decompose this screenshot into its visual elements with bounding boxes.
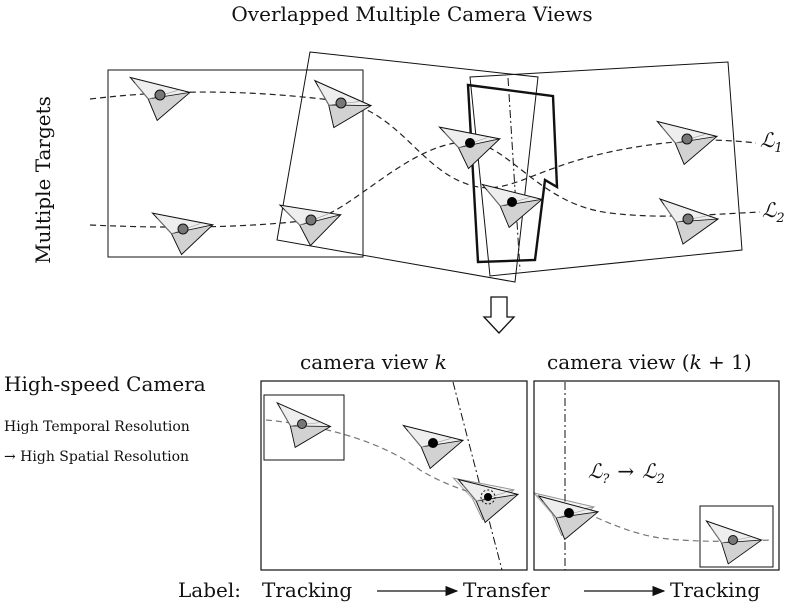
target-dot bbox=[507, 197, 517, 207]
zoom-box-left bbox=[263, 394, 345, 461]
camera-boundary-dashdot-k bbox=[452, 381, 503, 571]
trajectory-label-l2: ℒ2 bbox=[762, 198, 785, 226]
target-dot bbox=[682, 213, 694, 225]
target-dot bbox=[177, 223, 189, 235]
target-dot bbox=[681, 133, 693, 145]
camera-view-k1-panel bbox=[533, 380, 780, 571]
label-change-text: ℒ?→ℒ2 bbox=[588, 459, 665, 487]
high-temporal-text: High Temporal Resolution bbox=[4, 419, 190, 435]
high-speed-heading: High-speed Camera bbox=[4, 372, 206, 396]
label-step-tracking-1: Tracking bbox=[262, 578, 352, 602]
target-dot bbox=[564, 508, 574, 518]
camera-view-k1-title: camera view (k + 1) bbox=[547, 350, 752, 374]
camera-view-rect-1 bbox=[107, 69, 364, 258]
figure-title: Overlapped Multiple Camera Views bbox=[231, 2, 592, 26]
camera-view-rect-2 bbox=[276, 51, 539, 283]
target-dot bbox=[428, 438, 438, 448]
target-dot-ring bbox=[480, 489, 496, 505]
target-dot bbox=[297, 419, 307, 429]
target-dot bbox=[465, 138, 475, 148]
target-dot bbox=[484, 493, 492, 501]
trajectory-label-l1: ℒ1 bbox=[760, 128, 783, 156]
trajectory-l2 bbox=[89, 141, 761, 228]
multiple-targets-label: Multiple Targets bbox=[31, 96, 55, 264]
camera-boundary-dashdot bbox=[507, 77, 521, 271]
zoom-box-right bbox=[699, 505, 774, 568]
down-arrow-icon bbox=[482, 296, 516, 334]
label-step-tracking-2: Tracking bbox=[670, 578, 760, 602]
camera-view-k-panel bbox=[260, 380, 528, 571]
label-prefix: Label: bbox=[178, 578, 241, 602]
camera-view-rect-3 bbox=[469, 61, 743, 277]
camera-view-overlap-region bbox=[466, 83, 559, 264]
high-spatial-text: → High Spatial Resolution bbox=[4, 449, 189, 465]
target-dot bbox=[728, 535, 738, 545]
trajectory-l1 bbox=[89, 91, 757, 189]
target-dot bbox=[305, 214, 317, 226]
target-dot bbox=[154, 89, 166, 101]
label-step-transfer: Transfer bbox=[463, 578, 550, 602]
target-dot bbox=[335, 97, 347, 109]
camera-view-k-title: camera view k bbox=[300, 350, 447, 374]
